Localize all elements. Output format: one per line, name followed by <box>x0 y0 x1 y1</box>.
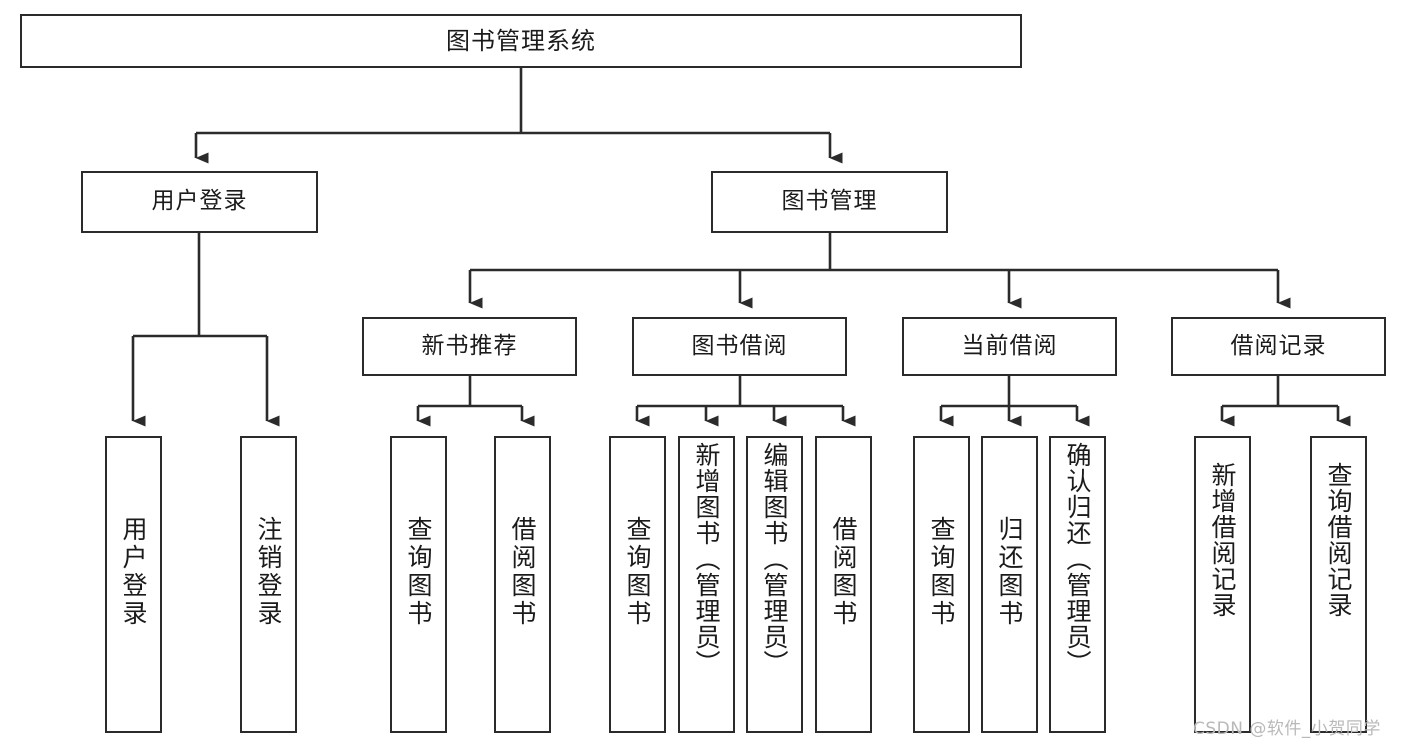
node-book-manage-label: 图书管理 <box>781 188 878 215</box>
node-current-borrow-label: 当前借阅 <box>961 332 1058 359</box>
node-leaf-edit-book[interactable]: 编辑图书（管理员） <box>746 436 803 733</box>
node-borrow-record-label: 借阅记录 <box>1230 332 1327 359</box>
node-leaf-query-record[interactable]: 查询借阅记录 <box>1310 436 1367 733</box>
node-leaf-confirm-return-label: 确认归还（管理员） <box>1063 442 1092 676</box>
node-leaf-query-book-1[interactable]: 查询图书 <box>390 436 447 733</box>
node-new-book-recommend-label: 新书推荐 <box>421 332 518 359</box>
node-leaf-borrow-book-2-label: 借阅图书 <box>829 516 858 628</box>
node-book-borrow[interactable]: 图书借阅 <box>632 317 847 376</box>
node-new-book-recommend[interactable]: 新书推荐 <box>362 317 577 376</box>
node-leaf-query-record-label: 查询借阅记录 <box>1324 462 1353 618</box>
node-current-borrow[interactable]: 当前借阅 <box>902 317 1117 376</box>
node-leaf-borrow-book-1[interactable]: 借阅图书 <box>494 436 551 733</box>
node-book-manage[interactable]: 图书管理 <box>711 171 948 233</box>
node-root[interactable]: 图书管理系统 <box>20 14 1022 68</box>
node-leaf-borrow-book-1-label: 借阅图书 <box>508 516 537 628</box>
node-leaf-logout-login[interactable]: 注销登录 <box>240 436 297 733</box>
node-leaf-user-login-label: 用户登录 <box>119 516 148 628</box>
node-leaf-query-book-3-label: 查询图书 <box>927 516 956 628</box>
node-leaf-add-book-label: 新增图书（管理员） <box>692 442 721 676</box>
node-leaf-add-book[interactable]: 新增图书（管理员） <box>678 436 735 733</box>
node-leaf-borrow-book-2[interactable]: 借阅图书 <box>815 436 872 733</box>
node-borrow-record[interactable]: 借阅记录 <box>1171 317 1386 376</box>
node-leaf-return-book-label: 归还图书 <box>995 516 1024 628</box>
node-leaf-return-book[interactable]: 归还图书 <box>981 436 1038 733</box>
node-leaf-edit-book-label: 编辑图书（管理员） <box>760 442 789 676</box>
node-user-login[interactable]: 用户登录 <box>81 171 318 233</box>
watermark-text: CSDN @软件_小贺同学 <box>1193 719 1381 739</box>
node-leaf-add-record-label: 新增借阅记录 <box>1208 462 1237 618</box>
node-leaf-confirm-return[interactable]: 确认归还（管理员） <box>1049 436 1106 733</box>
node-book-borrow-label: 图书借阅 <box>691 332 788 359</box>
node-leaf-logout-login-label: 注销登录 <box>254 516 283 628</box>
node-leaf-query-book-2[interactable]: 查询图书 <box>609 436 666 733</box>
node-user-login-label: 用户登录 <box>151 188 248 215</box>
node-leaf-query-book-1-label: 查询图书 <box>404 516 433 628</box>
node-leaf-user-login[interactable]: 用户登录 <box>105 436 162 733</box>
node-leaf-query-book-2-label: 查询图书 <box>623 516 652 628</box>
node-leaf-query-book-3[interactable]: 查询图书 <box>913 436 970 733</box>
node-root-label: 图书管理系统 <box>446 26 596 55</box>
node-leaf-add-record[interactable]: 新增借阅记录 <box>1194 436 1251 733</box>
